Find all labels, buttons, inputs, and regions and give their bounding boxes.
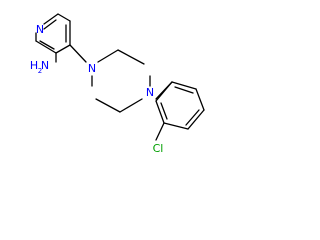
bond-ph-2	[195, 88, 205, 111]
bond-ph-5	[155, 100, 165, 124]
bond-pip-1	[97, 49, 119, 63]
bond-ph-double-3	[160, 102, 168, 120]
atom-label-amine-n: N	[41, 59, 49, 72]
bond-pyr-c4-c5	[57, 13, 71, 22]
atom-label-piperazine-n-right: N	[146, 86, 154, 99]
bond-pyr-pip	[69, 44, 87, 63]
bond-pyr-double-2	[39, 40, 55, 50]
bond-ph-3	[187, 109, 205, 130]
molecule-svg: N H N 2 N N Cl	[30, 13, 205, 155]
atom-label-amine-h: H	[30, 59, 38, 72]
bond-ph-double-1	[174, 86, 194, 94]
bond-pyr-c7-c8	[35, 40, 57, 54]
bond-ph-6	[155, 81, 173, 102]
bond-pip-4	[119, 98, 143, 113]
atom-label-amine-h2-count: 2	[38, 67, 42, 75]
bond-ph-4	[163, 122, 189, 130]
structure-diagram: N H N 2 N N Cl	[0, 0, 223, 157]
bond-pyr-double-3	[43, 19, 57, 30]
bonds	[35, 13, 205, 141]
bond-ccl	[155, 122, 165, 141]
bond-pyr-c6-c7	[55, 44, 71, 54]
bond-pyr-n-c4	[43, 13, 59, 25]
atom-label-piperazine-n-top: N	[88, 62, 96, 75]
bond-pip-5	[95, 98, 121, 113]
bond-pip-2	[117, 49, 145, 65]
bond-ph-double-2	[185, 109, 200, 126]
bond-ph-1	[171, 81, 197, 90]
atom-label-chlorine: Cl	[153, 142, 164, 155]
atom-label-pyridine-n: N	[36, 23, 44, 36]
atom-labels: N H N 2 N N Cl	[30, 23, 164, 155]
